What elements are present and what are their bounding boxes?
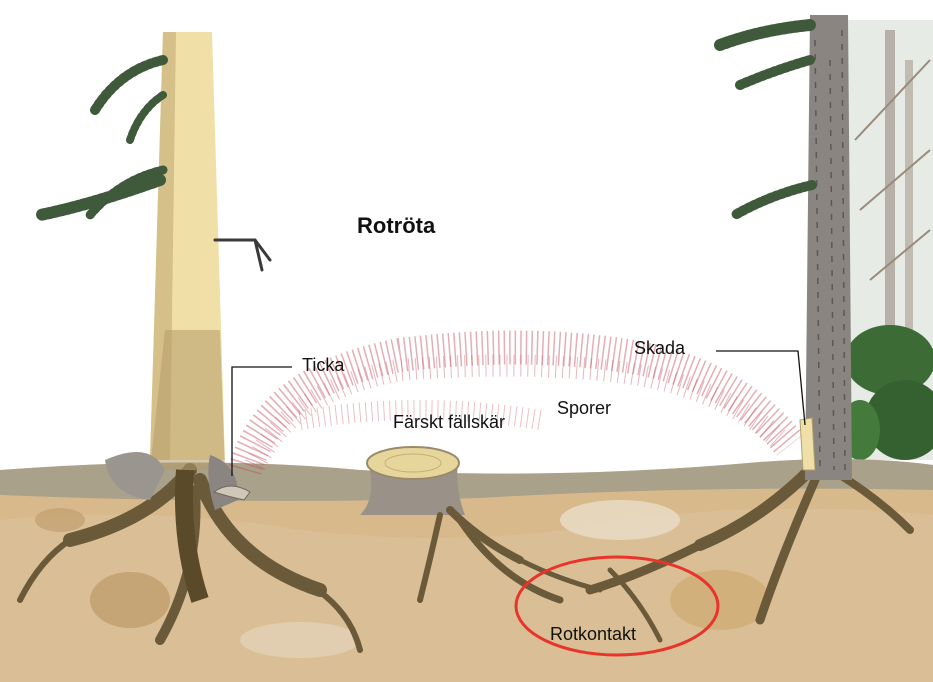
ticka-label: Ticka bbox=[302, 355, 344, 376]
sporer-label: Sporer bbox=[557, 398, 611, 419]
diagram-title: Rotröta bbox=[357, 213, 435, 239]
stump bbox=[360, 447, 465, 515]
right-tree-branches bbox=[720, 25, 812, 215]
right-tree bbox=[800, 15, 852, 480]
farskt-fallskar-label: Färskt fällskär bbox=[393, 412, 505, 433]
left-tree-branches bbox=[40, 60, 270, 270]
skada-label: Skada bbox=[634, 338, 685, 359]
rotkontakt-label: Rotkontakt bbox=[550, 624, 636, 645]
